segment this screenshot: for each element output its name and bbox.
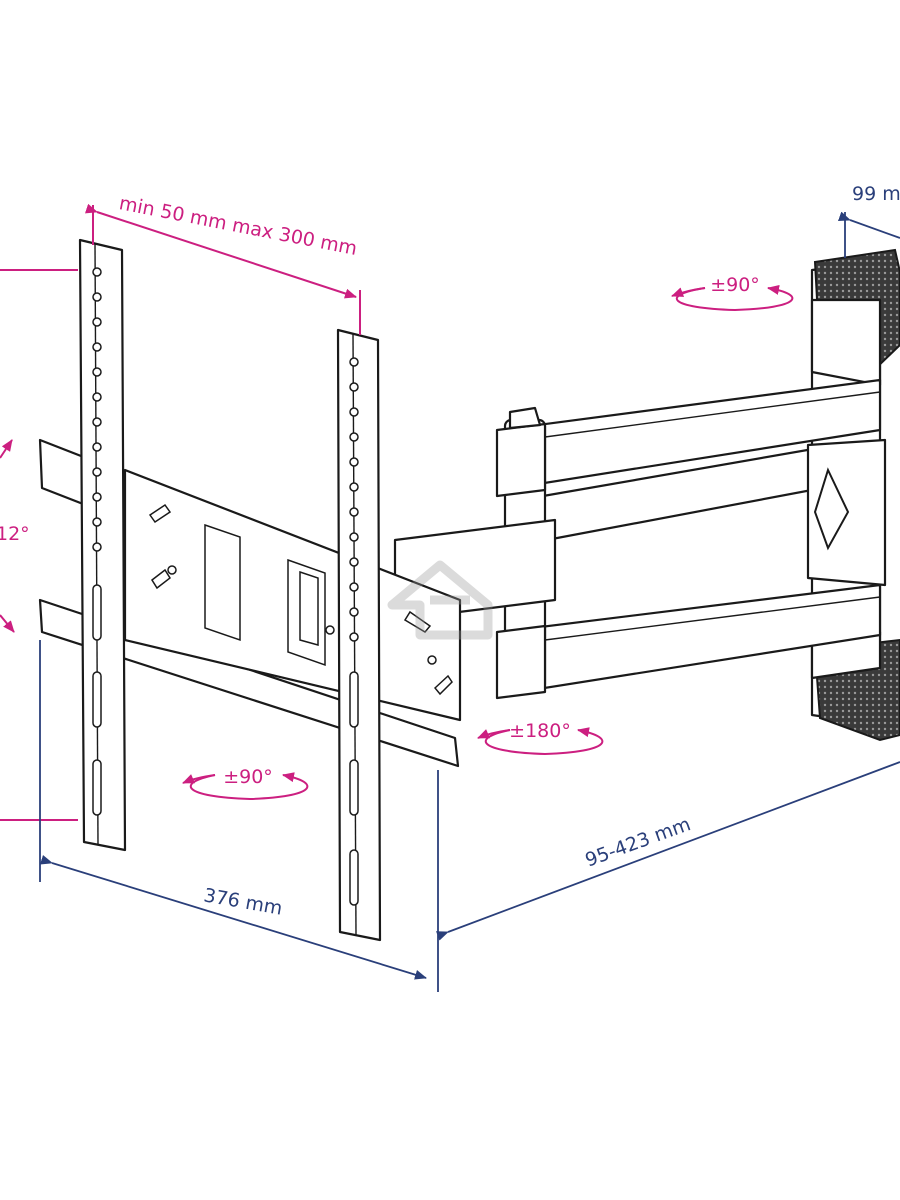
vesa-dimension: min 50 mm max 300 mm bbox=[84, 192, 361, 335]
height-marker bbox=[0, 269, 78, 821]
bar-left-holes bbox=[92, 267, 102, 816]
rotation-indicator: ±180° bbox=[477, 720, 604, 756]
vertical-bar-right bbox=[336, 328, 382, 942]
watermark-house-icon bbox=[387, 560, 493, 640]
pivot-top-cap bbox=[495, 422, 547, 498]
hinge-diamond bbox=[813, 467, 850, 551]
vertical-bar-left bbox=[78, 238, 127, 852]
plate-cutout-left bbox=[204, 523, 241, 642]
bar-right-body bbox=[336, 328, 382, 942]
pivot-bottom-cap bbox=[495, 624, 547, 700]
bar-left-body bbox=[78, 238, 127, 852]
tilt-label: 12° bbox=[0, 523, 30, 545]
rotation-label: ±180° bbox=[509, 720, 571, 742]
depth-label: 99 m bbox=[852, 183, 900, 205]
plate-swivel-label: ±90° bbox=[223, 766, 273, 788]
articulating-arm bbox=[393, 248, 900, 742]
extension-dimension: 95-423 mm bbox=[435, 761, 900, 941]
depth-dimension: 99 m bbox=[837, 183, 900, 258]
vesa-label: min 50 mm max 300 mm bbox=[117, 192, 359, 260]
swivel-arm-indicator: ±90° bbox=[671, 274, 794, 312]
tilt-indicator: 12° bbox=[0, 439, 30, 633]
wall-plate-top-block bbox=[810, 298, 882, 387]
width-label: 376 mm bbox=[202, 884, 284, 919]
bar-right-holes bbox=[349, 357, 359, 906]
swivel-arm-label: ±90° bbox=[710, 274, 760, 296]
extension-label: 95-423 mm bbox=[582, 813, 693, 871]
pivot-bolt-top bbox=[508, 406, 542, 430]
plate-swivel-indicator: ±90° bbox=[182, 766, 309, 801]
